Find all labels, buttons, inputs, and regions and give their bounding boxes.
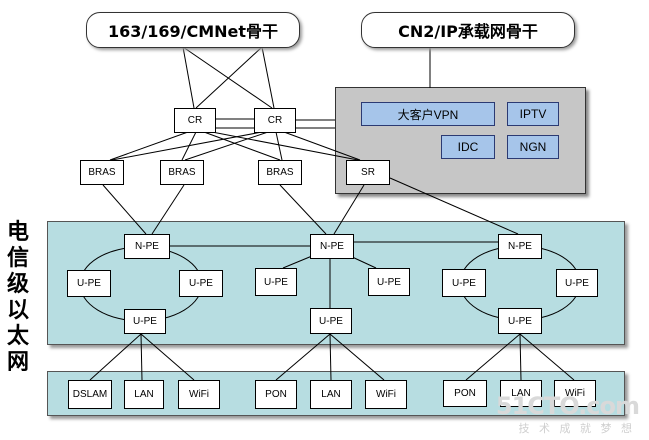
link-upe2-lan [329, 333, 332, 381]
link-sr-npe3 [389, 177, 519, 235]
service-idc: IDC [441, 135, 495, 159]
link-upe2-pon [275, 333, 331, 381]
link-upe3-wifi [519, 333, 575, 381]
watermark-logo: 51CTO.com [495, 392, 640, 420]
service-iptv: IPTV [507, 102, 559, 126]
link-cr1-sr [211, 131, 359, 161]
link-cr2-bras2 [184, 131, 269, 161]
link-sr-npe2 [333, 184, 365, 235]
upe-right-east: U-PE [556, 269, 598, 297]
access-dslam: DSLAM [68, 380, 112, 409]
access-pon-2: PON [443, 380, 487, 407]
link-backbone-cr1 [182, 46, 195, 109]
link-npe2-upe-left [282, 255, 313, 269]
upe-left-east: U-PE [179, 270, 223, 297]
link-backbone2-cr2 [261, 46, 275, 109]
backbone-cmnet: 163/169/CMNet骨干 [86, 12, 300, 48]
link-cr2-bras1 [111, 131, 263, 161]
service-vpn: 大客户VPN [361, 102, 495, 126]
upe-left-west: U-PE [67, 270, 111, 297]
link-cr2-bras3 [275, 131, 283, 161]
link-npe2-upe-right [349, 255, 377, 269]
link-backbone-cr2 [182, 46, 273, 109]
upe-center-west: U-PE [255, 268, 297, 296]
link-cr1-bras3 [203, 131, 281, 161]
link-bras2-npe1 [151, 184, 185, 235]
router-bras-3: BRAS [258, 160, 302, 185]
router-cr-1: CR [174, 108, 216, 133]
service-ngn: NGN [507, 135, 559, 159]
npe-left: N-PE [124, 234, 170, 259]
link-upe1-dslam [89, 333, 142, 381]
npe-right: N-PE [498, 234, 542, 259]
link-upe3-pon [465, 333, 521, 381]
link-bras3-npe2 [279, 184, 327, 235]
access-lan-3: LAN [500, 380, 542, 407]
link-upe2-wifi [329, 333, 385, 381]
upe-right-west: U-PE [442, 269, 486, 297]
link-upe1-wifi [140, 333, 195, 381]
upe-center-east: U-PE [368, 268, 410, 296]
access-pon-1: PON [255, 380, 297, 409]
access-lan-1: LAN [124, 380, 164, 409]
link-upe3-lan [519, 333, 522, 381]
backbone-cn2: CN2/IP承载网骨干 [361, 12, 575, 48]
router-bras-1: BRAS [80, 160, 124, 185]
router-cr-2: CR [254, 108, 296, 133]
upe-right-south: U-PE [498, 308, 542, 334]
link-upe1-lan [140, 333, 143, 381]
link-cr2-sr [283, 131, 361, 161]
access-wifi-3: WiFi [554, 380, 596, 407]
access-lan-2: LAN [310, 380, 352, 409]
upe-left-south: U-PE [124, 309, 166, 334]
router-sr: SR [346, 160, 390, 185]
access-wifi-2: WiFi [365, 380, 407, 409]
link-bras1-npe1 [102, 184, 147, 235]
upe-center-south: U-PE [310, 308, 352, 334]
router-bras-2: BRAS [160, 160, 204, 185]
link-backbone2-cr1 [195, 46, 263, 109]
access-wifi-1: WiFi [178, 380, 220, 409]
npe-center: N-PE [310, 234, 354, 259]
metro-ethernet-label: 电 信 级 以 太 网 [6, 220, 29, 375]
watermark-tagline: 技 术 成 就 梦 想 [518, 422, 635, 435]
link-cr1-bras1 [109, 131, 189, 161]
